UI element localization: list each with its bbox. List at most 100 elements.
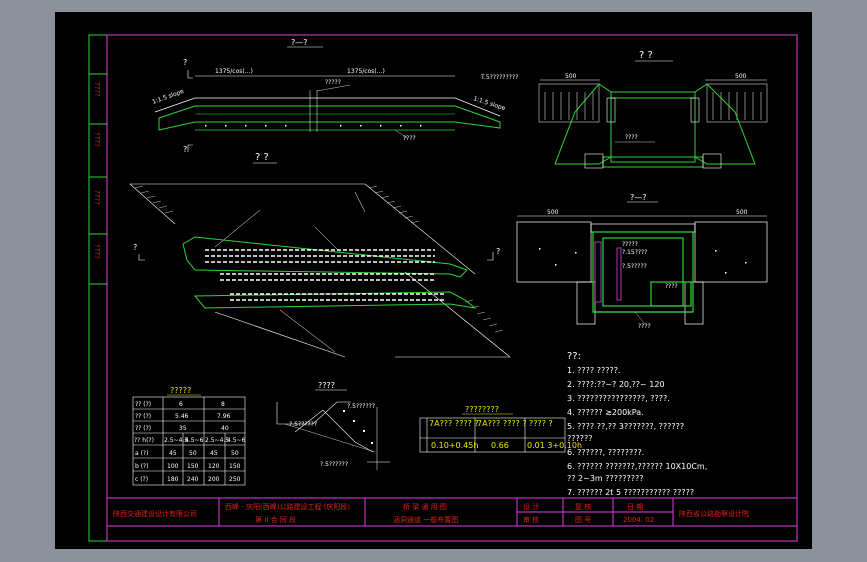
section-detail-dim-right: 500 xyxy=(736,209,748,216)
tl-r3-c3: 2.5~4.5 xyxy=(205,437,229,444)
tl-r2-c2: 40 xyxy=(221,425,229,432)
notes-block: ??: 1. ???? ?????. 2. ????:??~? 20,??~ 1… xyxy=(567,351,707,497)
note-line-1: 1. ???? ?????. xyxy=(567,366,620,375)
plan-section-mark-right: ? xyxy=(496,247,500,256)
tl-r4-c3: 45 xyxy=(210,450,218,457)
tl-r3-c2: 4.5~6 xyxy=(185,437,204,444)
title-company-right: 陕西省公路勘察设计院 xyxy=(679,509,749,518)
side-stamp-column: ???? ???? ???? ???? xyxy=(89,73,107,285)
section-right-label-left: T.5????????? xyxy=(480,74,518,81)
side-stamp-2: ???? xyxy=(93,132,101,147)
small-detail-label-1: ?.5?????? xyxy=(347,403,375,410)
tl-r5-c2: 150 xyxy=(187,463,199,470)
section-detail-label-1: ????? xyxy=(622,241,638,248)
table-mid: ???????? 7A??? ???? ? 7A??? ???? ? ???? … xyxy=(419,405,582,453)
section-detail-label-3: ?.5????? xyxy=(622,263,647,270)
tl-r1-c1: 5.46 xyxy=(175,413,189,420)
small-detail-label-3: ?.5?????? xyxy=(320,461,348,468)
section-detail-label-2: ?.15???? xyxy=(622,249,647,256)
table-mid-title: ???????? xyxy=(465,405,499,414)
notes-heading: ??: xyxy=(567,351,581,362)
tl-r3-c0: ?? h(?) xyxy=(134,437,154,444)
section-mark-top: ? xyxy=(183,58,187,67)
table-left-title: ????? xyxy=(170,386,191,395)
title-drawing-line1: 桥 梁 通 用 图 xyxy=(403,502,447,511)
tl-r5-c4: 150 xyxy=(229,463,241,470)
title-cell-1: 设 计 xyxy=(523,502,539,511)
tl-r5-c1: 100 xyxy=(167,463,179,470)
elevation-label-bottom: ???? xyxy=(403,135,416,142)
tl-r6-c2: 240 xyxy=(187,476,199,483)
section-right-view: ? ? T.5????????? 500 500 xyxy=(480,50,768,169)
tm-value-3: 0.01 3+0.10h xyxy=(527,441,582,450)
tl-r2-c0: ?? (?) xyxy=(135,425,151,432)
tl-r4-c0: a (?) xyxy=(135,450,148,457)
plan-title: ? ? xyxy=(255,152,269,163)
small-detail-label-2: ?.5?????? xyxy=(289,421,317,428)
tl-r5-c3: 120 xyxy=(208,463,220,470)
elevation-view: ?—? ? ? 1375/cos(...) 1375/cos(...) 1:1.… xyxy=(151,38,506,154)
title-block: 陕西交通建设设计有限公司 西峰 - 庆阳(西峰)公路建设工程 (庆阳段) 第 I… xyxy=(106,497,798,527)
note-line-7: 6. ??????, ????????. xyxy=(567,448,644,457)
cad-drawing: ???? ???? ???? ???? ?—? ? ? 1375/cos(...… xyxy=(88,34,798,542)
note-line-3: 3. ????????????????, ????. xyxy=(567,394,670,403)
section-right-title: ? ? xyxy=(639,50,653,61)
plan-section-mark-left: ? xyxy=(133,243,137,252)
elevation-slope-right: 1:1.5 slope xyxy=(472,95,506,112)
section-right-dim-left: 500 xyxy=(565,73,577,80)
tl-r6-c0: c (?) xyxy=(135,476,148,483)
tl-r4-c4: 50 xyxy=(231,450,239,457)
side-stamp-1: ???? xyxy=(93,82,101,97)
title-cell-4: 审 核 xyxy=(523,515,539,524)
tl-r5-c0: b (?) xyxy=(135,463,149,470)
tl-r0-c0: ?? (?) xyxy=(135,401,151,408)
tm-value-1: 0.10+0.45h xyxy=(431,441,478,450)
magenta-frame xyxy=(106,34,798,542)
small-detail-title: ???? xyxy=(318,381,335,390)
section-mark-bottom: ? xyxy=(183,145,187,154)
tl-r4-c1: 45 xyxy=(169,450,177,457)
tl-r0-c2: 8 xyxy=(221,401,225,408)
tm-header-2: 7A??? ???? ? xyxy=(477,419,527,428)
section-right-label-center: ???? xyxy=(625,134,638,141)
title-cell-5: 图 号 xyxy=(575,516,591,524)
title-cell-2: 复 核 xyxy=(575,502,591,511)
tl-r1-c2: 7.96 xyxy=(217,413,231,420)
note-line-10: 7. ?????? 2t 5 ??????????? ????? xyxy=(567,488,694,497)
section-detail-label-5: ???? xyxy=(638,323,651,330)
note-line-6: ?????? xyxy=(567,434,592,443)
note-line-8: 6. ?????? ???????,?????? 10X10Cm, xyxy=(567,462,707,471)
tl-r0-c1: 6 xyxy=(179,401,183,408)
title-project-line1: 西峰 - 庆阳(西峰)公路建设工程 (庆阳段) xyxy=(225,502,350,511)
title-project-line2: 第 II 合 同 段 xyxy=(255,515,296,524)
tm-header-1: 7A??? ???? ? xyxy=(429,419,479,428)
note-line-2: 2. ????:??~? 20,??~ 120 xyxy=(567,380,665,389)
section-detail-dim-left: 500 xyxy=(547,209,559,216)
note-line-9: ?? 2~3m ????????? xyxy=(567,474,643,483)
section-detail-view: ?—? 500 500 ????? ?.15???? xyxy=(516,193,768,330)
drawing-sheet: ???? ???? ???? ???? ?—? ? ? 1375/cos(...… xyxy=(55,12,812,549)
tl-r4-c2: 50 xyxy=(189,450,197,457)
tl-r6-c3: 200 xyxy=(208,476,220,483)
tm-header-3: ???? ? xyxy=(529,419,553,428)
elevation-label-top: ????? xyxy=(325,79,341,86)
tl-r6-c4: 250 xyxy=(229,476,241,483)
elevation-title: ?—? xyxy=(291,38,308,47)
title-company-left: 陕西交通建设设计有限公司 xyxy=(113,509,197,518)
note-line-4: 4. ?????? ≥200kPa. xyxy=(567,408,644,417)
title-drawing-line2: 涵洞通道 一般布置图 xyxy=(393,515,458,524)
elevation-dim-right: 1375/cos(...) xyxy=(347,68,385,75)
elevation-dim-left: 1375/cos(...) xyxy=(215,68,253,75)
title-cell-6: 2004. 02 xyxy=(623,516,654,524)
side-stamp-3: ???? xyxy=(93,190,101,205)
small-detail: ???? ?.5?????? ?.5?????? ?.5?????? xyxy=(276,381,390,470)
tm-value-2: 0.66 xyxy=(491,441,509,450)
plan-view: ? ? xyxy=(129,152,511,358)
title-cell-3: 日 期 xyxy=(627,503,643,511)
table-left: ????? ?? (?) 6 8 ?? (?) 5.46 7.96 ?? (?)… xyxy=(132,386,246,486)
section-detail-title: ?—? xyxy=(630,193,647,202)
section-right-dim-right: 500 xyxy=(735,73,747,80)
section-detail-label-4: ???? xyxy=(665,283,678,290)
tl-r3-c4: 4.5~6 xyxy=(227,437,246,444)
tl-r6-c1: 180 xyxy=(167,476,179,483)
